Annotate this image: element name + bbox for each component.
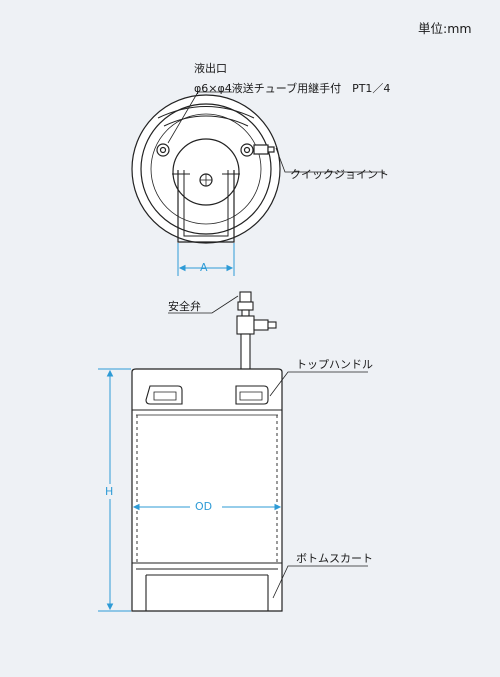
outlet-fitting-label: φ6×φ4液送チューブ用継手付 PT1／4 <box>194 82 391 95</box>
bottom-skirt-label: ボトムスカート <box>296 552 373 565</box>
dimension-a <box>177 243 235 276</box>
top-view-inner-rim <box>140 103 272 235</box>
center-port <box>172 138 240 206</box>
bottom-skirt-leader <box>272 565 368 599</box>
quick-joint-label: クイックジョイント <box>290 168 389 181</box>
quick-joint-body <box>253 144 269 155</box>
dimension-h <box>98 368 131 612</box>
top-handle-leader <box>269 371 368 397</box>
handle-arc-lower <box>163 115 249 127</box>
tee-fitting <box>236 315 255 335</box>
dim-h-label: H <box>104 484 115 499</box>
bracket <box>177 170 235 243</box>
left-fitting <box>156 143 170 157</box>
top-handle <box>132 385 282 416</box>
dim-a-label: A <box>200 261 208 274</box>
dim-od-label: OD <box>195 500 213 513</box>
top-handle-label: トップハンドル <box>296 358 373 371</box>
riser-pipe <box>240 333 251 375</box>
safety-valve-assembly <box>236 291 277 375</box>
right-fitting <box>240 143 254 157</box>
safety-valve-label: 安全弁 <box>168 300 201 313</box>
outlet-leader <box>167 91 199 144</box>
handle-arc-upper <box>157 106 255 119</box>
tank-body <box>131 368 283 612</box>
top-view <box>131 94 281 244</box>
quick-joint-leader <box>275 147 385 173</box>
safety-valve-cap <box>239 291 252 303</box>
dimension-od <box>132 503 282 511</box>
bottom-skirt <box>136 568 278 611</box>
unit-label: 単位:mm <box>418 21 472 36</box>
safety-valve-leader <box>168 295 239 314</box>
top-view-lid <box>150 113 262 225</box>
outlet-label: 液出口 <box>194 62 227 75</box>
